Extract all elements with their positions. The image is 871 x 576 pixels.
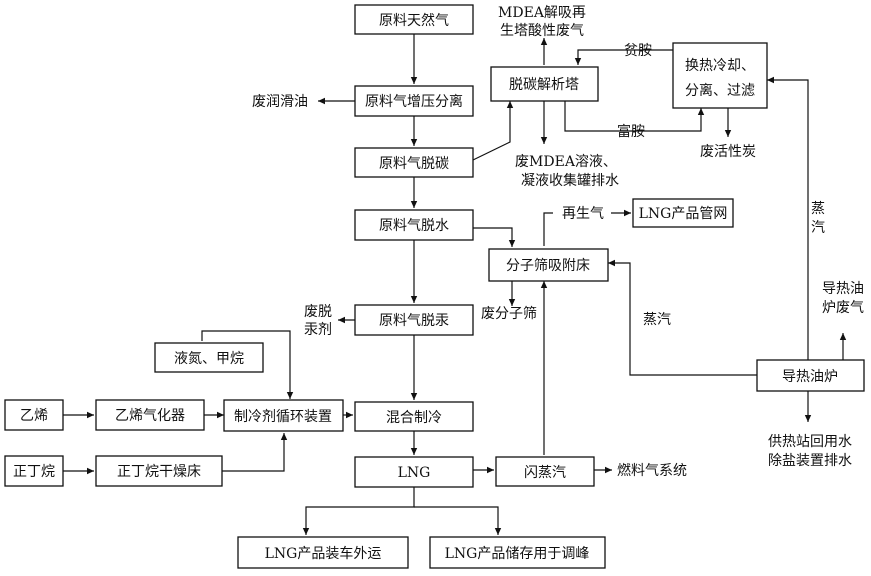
arrow-lng-to-storage (414, 506, 502, 535)
node-n-butane (4, 455, 64, 487)
line-regen-gas (543, 212, 553, 246)
label-lng-truck: LNG产品装车外运 (265, 545, 382, 562)
label-heater-exhaust-2: 炉废气 (822, 300, 864, 316)
label-lng: LNG (398, 465, 431, 481)
arrow-n2-to-cycle (201, 330, 294, 399)
label-flash-steam: 闪蒸汽 (524, 465, 566, 481)
label-ethylene-vaporizer: 乙烯气化器 (115, 408, 185, 424)
label-mdea-waste-gas-2: 生塔酸性废气 (500, 23, 584, 39)
label-heater: 导热油炉 (782, 369, 838, 385)
label-lean-amine: 贫胺 (624, 43, 652, 59)
node-booster (354, 85, 474, 117)
arrow-steam-to-exchanger (767, 76, 809, 360)
label-decarb: 原料气脱碳 (379, 156, 449, 172)
node-refrig-cycle (223, 399, 344, 432)
arrow-decarb-to-regen (472, 101, 514, 161)
label-steam-right-2: 汽 (811, 220, 825, 236)
label-refrig-cycle: 制冷剂循环装置 (234, 409, 332, 425)
label-waste-lube: 废润滑油 (252, 93, 308, 110)
label-waste-carbon: 废活性炭 (700, 144, 756, 160)
label-decarb-regen: 脱碳解析塔 (509, 77, 579, 93)
node-ethylene-vaporizer (95, 399, 205, 431)
arrow-dryer-to-cycle (222, 433, 288, 472)
label-waste-sieve: 废分子筛 (481, 306, 537, 322)
node-butane-dryer (95, 455, 223, 487)
process-boxes (4, 4, 865, 569)
node-lng (354, 456, 474, 488)
label-lng-storage: LNG产品储存用于调峰 (445, 546, 590, 562)
label-fuel-gas: 燃料气系统 (617, 462, 687, 479)
label-demercury: 原料气脱汞 (379, 313, 449, 329)
node-decarb (354, 147, 474, 178)
label-rich-amine: 富胺 (617, 123, 645, 140)
arrow-steam-to-sieve (608, 259, 757, 376)
flow-annotations: MDEA解吸再 生塔酸性废气 贫胺 富胺 废润滑油 废MDEA溶液、 凝液收集罐… (252, 5, 864, 479)
label-dehydrate: 原料气脱水 (379, 218, 449, 234)
node-decarb-regen (490, 66, 599, 102)
arrow-lng-to-truck (302, 487, 415, 535)
label-waste-mdea-1: 废MDEA溶液、 (515, 154, 617, 170)
node-mol-sieve (488, 248, 609, 282)
label-butane-dryer: 正丁烷干燥床 (117, 464, 201, 480)
arrow-dehydrate-to-sieve (473, 227, 516, 247)
label-nitrogen-methane: 液氮、甲烷 (174, 351, 244, 367)
label-booster: 原料气增压分离 (365, 93, 463, 110)
label-mixed-refrig: 混合制冷 (386, 410, 442, 426)
node-lng-pipeline (632, 198, 734, 228)
node-mixed-refrig (354, 401, 474, 432)
label-heat-exchange-2: 分离、过滤 (685, 82, 755, 99)
label-mdea-waste-gas-1: MDEA解吸再 (498, 5, 586, 21)
label-mol-sieve: 分子筛吸附床 (506, 258, 590, 274)
node-nitrogen-methane (154, 342, 264, 373)
node-ethylene (4, 399, 64, 431)
node-heat-exchange (672, 42, 768, 109)
label-wastewater-2: 除盐装置排水 (768, 453, 852, 469)
node-lng-truck (237, 536, 409, 569)
label-wastewater-1: 供热站回用水 (768, 434, 852, 450)
node-heater (756, 359, 865, 392)
label-heater-exhaust-1: 导热油 (822, 281, 864, 297)
label-lng-pipeline: LNG产品管网 (639, 206, 728, 222)
label-regen-gas: 再生气 (562, 206, 604, 222)
node-dehydrate (354, 209, 474, 241)
label-raw-gas: 原料天然气 (379, 12, 449, 29)
label-waste-mdea-2: 凝液收集罐排水 (521, 172, 619, 189)
label-steam-mid: 蒸汽 (643, 312, 671, 328)
node-raw-gas (354, 4, 474, 35)
box-labels: 原料天然气 原料气增压分离 原料气脱碳 原料气脱水 原料气脱汞 混合制冷 LNG… (13, 12, 838, 562)
arrow-rich-amine (564, 101, 705, 132)
label-waste-hg-2: 汞剂 (304, 322, 332, 338)
node-flash-steam (495, 456, 595, 487)
node-lng-storage (429, 536, 606, 569)
label-heat-exchange-1: 换热冷却、 (685, 57, 755, 74)
label-n-butane: 正丁烷 (13, 464, 55, 480)
label-ethylene: 乙烯 (20, 408, 48, 424)
label-steam-right-1: 蒸 (811, 201, 825, 217)
label-waste-hg-1: 废脱 (304, 304, 332, 320)
node-demercury (354, 304, 474, 336)
connectors (63, 34, 847, 535)
